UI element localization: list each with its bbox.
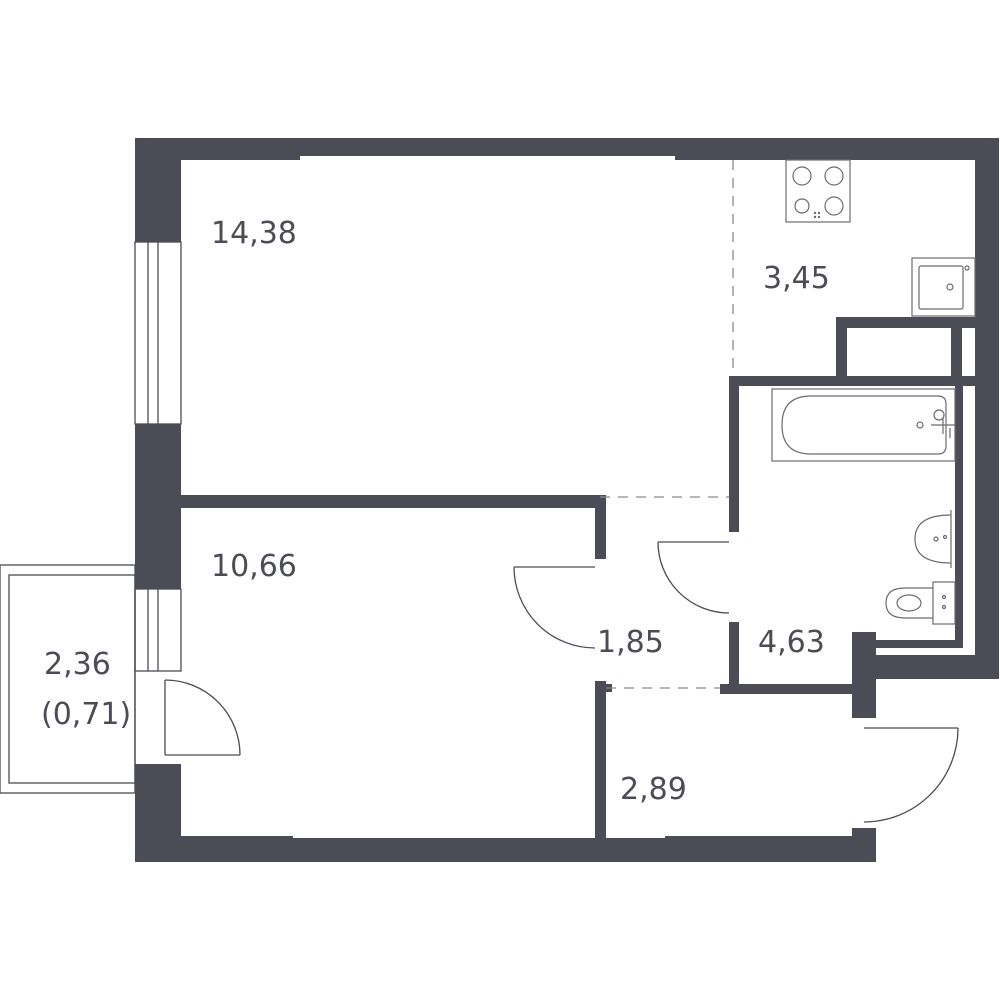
wall-bath-bottom xyxy=(720,684,876,694)
wall-top-thick-right xyxy=(675,138,999,160)
stove-icon xyxy=(785,159,851,223)
balcony xyxy=(0,564,136,794)
window-bedroom xyxy=(134,588,182,672)
wall-right xyxy=(975,138,999,678)
wall-bath-left-top xyxy=(729,376,739,532)
wall-shaft-left xyxy=(836,317,847,386)
wall-bottom-right-thick xyxy=(665,836,875,862)
wall-bottom-left-thick xyxy=(135,836,293,862)
door-bedroom xyxy=(513,566,596,649)
zone-separators xyxy=(600,160,734,689)
wall-entry-pillar-bottom xyxy=(852,828,876,862)
wall-left-mid xyxy=(135,424,181,589)
area-label-balcony: 2,36 xyxy=(44,647,111,682)
area-label-entry: 2,89 xyxy=(620,772,687,807)
wall-shaft-mid xyxy=(951,328,962,378)
interior-walls xyxy=(181,317,975,838)
wall-living-bedroom xyxy=(181,495,606,508)
wall-left-top xyxy=(135,138,181,242)
door-balcony xyxy=(164,679,241,756)
doors xyxy=(164,541,959,823)
wall-bath-inner-right xyxy=(955,386,963,648)
area-label-balcony-reduced: (0,71) xyxy=(41,697,131,732)
wall-shaft-top xyxy=(836,317,975,328)
wall-bath-inner-bottom xyxy=(852,640,963,648)
wall-right-bottom-return xyxy=(852,655,999,679)
area-labels: 14,38 3,45 10,66 1,85 4,63 2,89 2,36 (0,… xyxy=(41,216,830,807)
kitchen-sink-icon xyxy=(911,257,976,317)
door-bathroom xyxy=(657,541,730,614)
wall-bedroom-hall-bottom xyxy=(595,681,606,838)
door-entrance xyxy=(863,727,959,823)
washbasin-icon xyxy=(914,510,952,568)
window-living xyxy=(134,241,182,425)
bathtub-icon xyxy=(771,388,956,462)
wall-bath-left-bottom xyxy=(729,622,739,692)
area-label-living: 14,38 xyxy=(211,216,297,251)
area-label-kitchen: 3,45 xyxy=(763,261,830,296)
exterior-walls xyxy=(135,138,999,862)
area-label-bathroom: 4,63 xyxy=(758,625,825,660)
wall-bath-top xyxy=(729,376,975,386)
toilet-icon xyxy=(885,581,956,625)
area-label-hall: 1,85 xyxy=(597,625,664,660)
area-label-bedroom: 10,66 xyxy=(211,549,297,584)
wall-bedroom-hall-top xyxy=(595,495,606,559)
